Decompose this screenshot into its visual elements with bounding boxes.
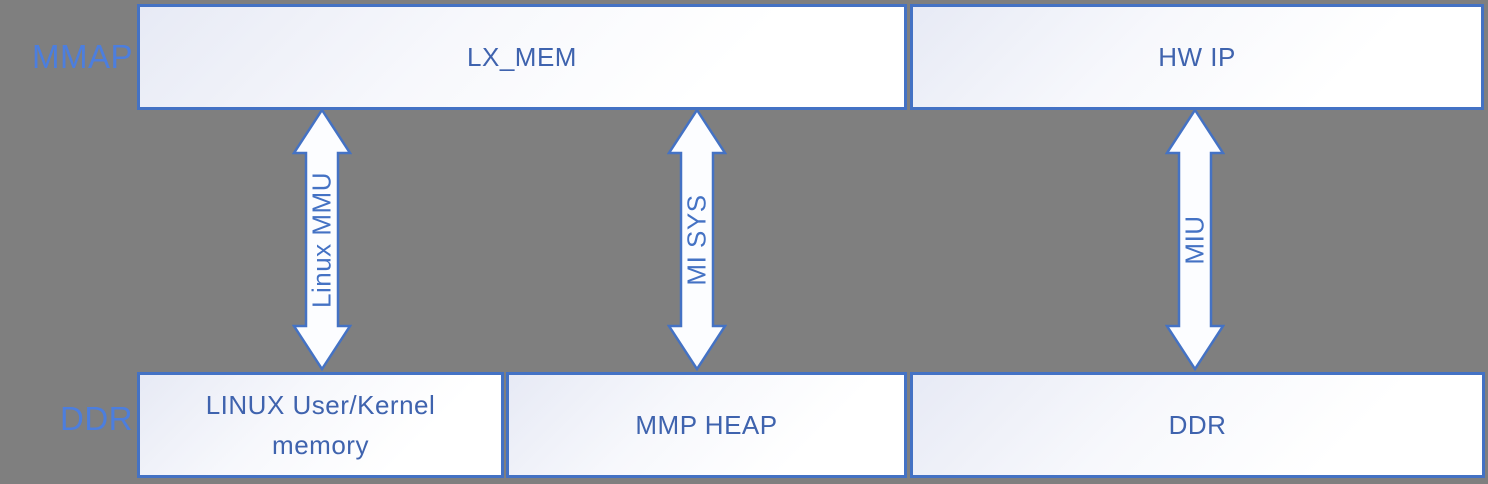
connector-linux-mmu: Linux MMU [292,108,352,371]
box-mmp-heap-label: MMP HEAP [635,409,778,440]
connector-linux-mmu-label: Linux MMU [306,171,337,308]
connector-mi-sys: MI SYS [667,108,727,371]
box-ddr-label: DDR [1168,409,1227,440]
connector-mi-sys-label: MI SYS [681,193,712,286]
double-arrow-icon [1165,108,1225,371]
connector-miu: MIU [1165,108,1225,371]
box-linux-memory-label-line2: memory [272,430,369,460]
box-hw-ip: HW IP [910,4,1484,110]
double-arrow-icon [667,108,727,371]
box-linux-user-kernel-memory: LINUX User/Kernel memory [137,372,504,478]
box-linux-memory-label-line1: LINUX User/Kernel [205,389,436,420]
connector-miu-label: MIU [1179,214,1210,265]
box-mmp-heap: MMP HEAP [506,372,907,478]
box-lx-mem-label: LX_MEM [467,41,577,72]
double-arrow-icon [292,108,352,371]
box-lx-mem: LX_MEM [137,4,907,110]
row-label-ddr: DDR [60,400,133,437]
box-hw-ip-label: HW IP [1158,41,1236,72]
row-label-mmap: MMAP [32,38,133,75]
box-ddr: DDR [910,372,1485,478]
